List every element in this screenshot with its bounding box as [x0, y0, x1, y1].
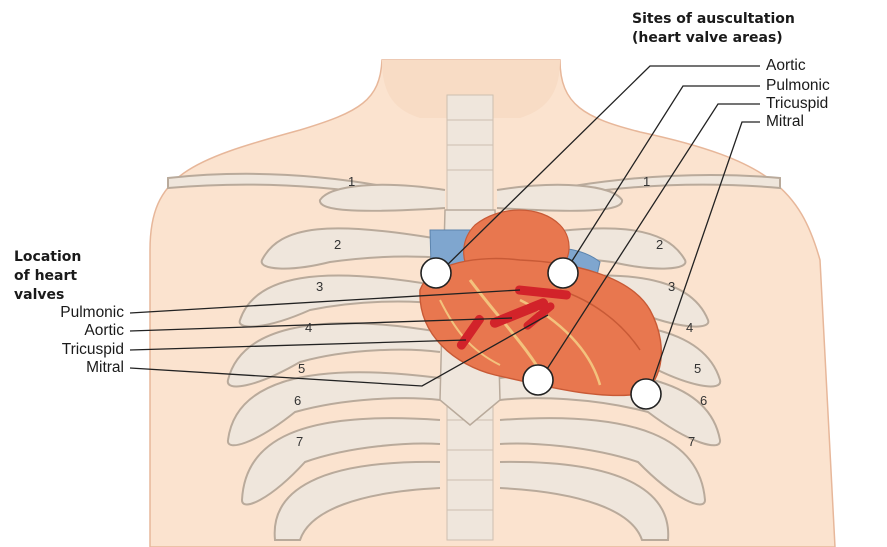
location-label-aortic: Aortic: [84, 322, 124, 340]
site-pulmonic: [548, 258, 578, 288]
location-label-pulmonic: Pulmonic: [60, 304, 124, 322]
auscultation-heading-line1: Sites of auscultation: [632, 10, 795, 29]
location-heading-line3: valves: [14, 286, 81, 305]
auscultation-heading-line2: (heart valve areas): [632, 29, 795, 48]
auscultation-label-mitral: Mitral: [766, 113, 804, 131]
site-aortic: [421, 258, 451, 288]
auscultation-heading: Sites of auscultation (heart valve areas…: [632, 10, 795, 48]
rib-number-right: 5: [694, 361, 701, 376]
rib-number-left: 5: [298, 361, 305, 376]
left-rib-1: [320, 185, 445, 211]
location-heading-line2: of heart: [14, 267, 81, 286]
rib-number-left: 2: [334, 237, 341, 252]
site-tricuspid: [523, 365, 553, 395]
location-label-tricuspid: Tricuspid: [62, 341, 124, 359]
site-mitral: [631, 379, 661, 409]
rib-number-right: 2: [656, 237, 663, 252]
rib-number-left: 3: [316, 279, 323, 294]
rib-number-left: 1: [348, 174, 355, 189]
location-label-mitral: Mitral: [86, 359, 124, 377]
rib-number-left: 7: [296, 434, 303, 449]
rib-number-left: 6: [294, 393, 301, 408]
rib-number-right: 4: [686, 320, 693, 335]
rib-number-right: 6: [700, 393, 707, 408]
rib-number-right: 1: [643, 174, 650, 189]
location-heading-line1: Location: [14, 248, 81, 267]
rib-number-left: 4: [305, 320, 312, 335]
auscultation-label-pulmonic: Pulmonic: [766, 77, 830, 95]
auscultation-label-aortic: Aortic: [766, 57, 806, 75]
rib-number-right: 3: [668, 279, 675, 294]
location-heading: Location of heart valves: [14, 248, 81, 305]
auscultation-label-tricuspid: Tricuspid: [766, 95, 828, 113]
rib-number-right: 7: [688, 434, 695, 449]
